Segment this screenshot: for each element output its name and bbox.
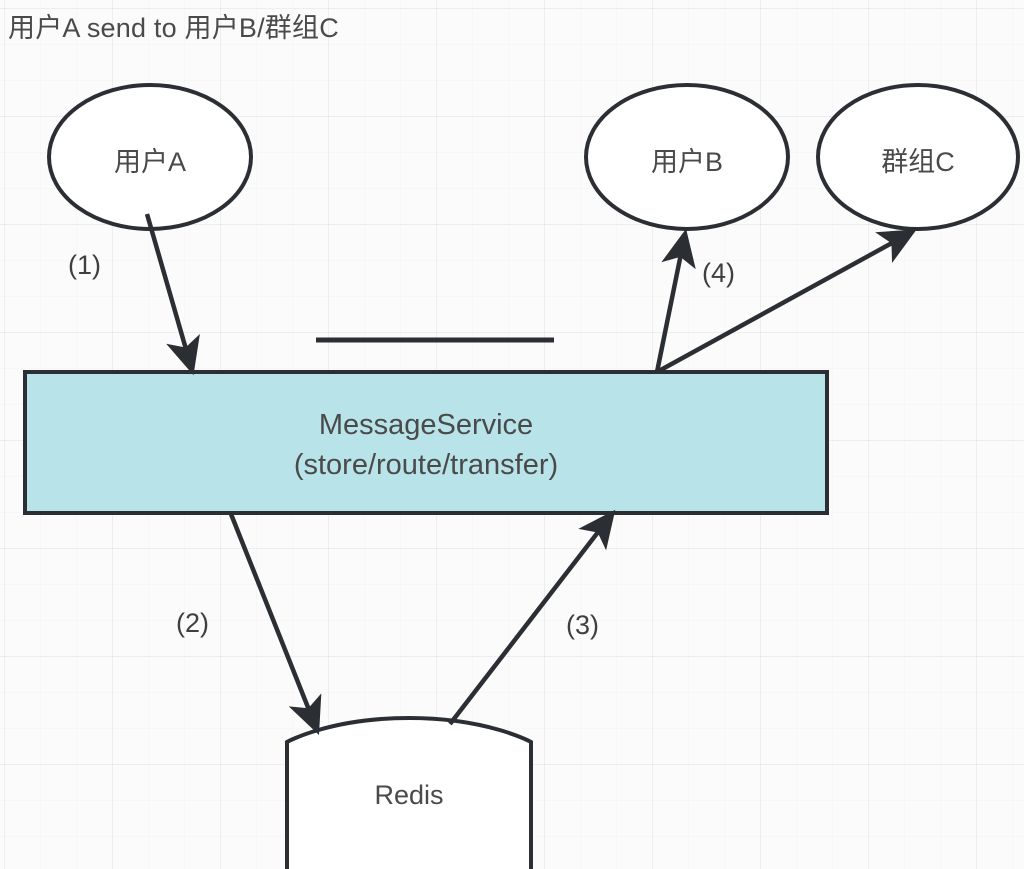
node-redis[interactable] [285, 715, 533, 869]
edge-3-label: (3) [566, 610, 599, 640]
diagram-title: 用户A send to 用户B/群组C [8, 13, 339, 43]
edge-1-arrow [144, 213, 200, 376]
edge-4-arrow [654, 228, 696, 373]
edge-1-label: (1) [68, 250, 101, 280]
edge-3-arrow [448, 509, 616, 726]
edge-5-arrow [655, 229, 917, 374]
edge-2-arrow [228, 513, 322, 736]
node-message-service-label: MessageService (store/route/transfer) [25, 405, 827, 485]
node-group-c[interactable] [816, 83, 1020, 231]
node-user-a[interactable] [47, 83, 253, 231]
message-service-line-2: (store/route/transfer) [293, 449, 559, 481]
edge-2-label: (2) [176, 608, 209, 638]
edge-4-label: (4) [702, 258, 735, 288]
node-message-service[interactable] [23, 370, 829, 515]
message-service-line-1: MessageService [318, 409, 534, 441]
node-user-b[interactable] [584, 83, 790, 231]
